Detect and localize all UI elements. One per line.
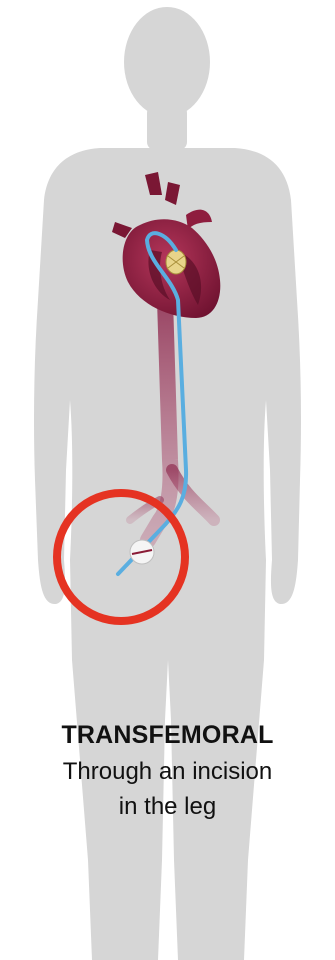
- incision-marker: [130, 540, 154, 564]
- caption-line-1: Through an incision: [0, 758, 335, 786]
- caption-title: TRANSFEMORAL: [0, 721, 335, 750]
- caption-line-2: in the leg: [0, 793, 335, 821]
